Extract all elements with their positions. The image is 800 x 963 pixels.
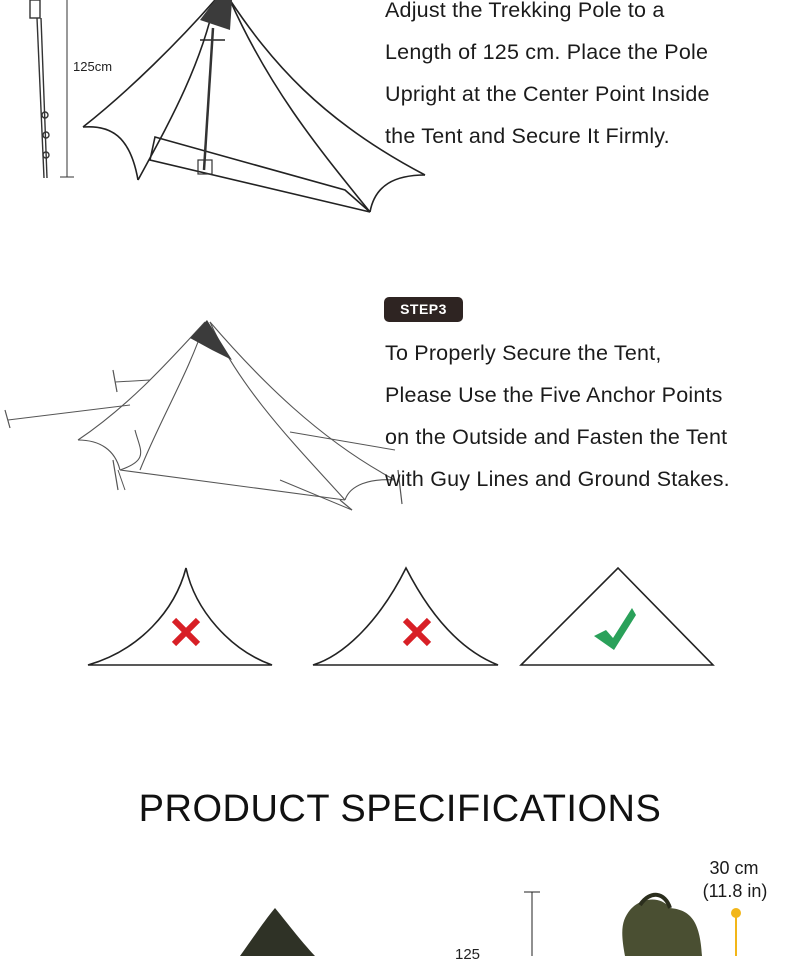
instruction-line: the Tent and Secure It Firmly. <box>385 124 670 148</box>
step3-illustration <box>4 320 403 511</box>
instruction-line: on the Outside and Fasten the Tent <box>385 425 728 449</box>
instruction-line: To Properly Secure the Tent, <box>385 341 662 365</box>
trekking-pole <box>29 0 50 179</box>
tent-outline <box>82 0 426 213</box>
x-icon <box>171 617 201 647</box>
correct-example <box>519 566 715 666</box>
tent-outline <box>77 321 396 501</box>
center-pole <box>202 27 215 171</box>
bag-size-in: (11.8 in) <box>702 881 768 901</box>
step2-illustration: 125cm <box>29 0 426 213</box>
step2-instructions: Adjust the Trekking Pole to a Length of … <box>385 0 710 157</box>
wrong-example-1 <box>87 567 273 666</box>
bag-size-cm: 30 cm <box>709 858 759 878</box>
stuff-bag <box>622 899 702 956</box>
section-title: PRODUCT SPECIFICATIONS <box>138 788 662 830</box>
step-badge: STEP3 <box>384 297 463 322</box>
tent-apex <box>190 320 232 360</box>
instruction-line: Length of 125 cm. Place the Pole <box>385 40 709 64</box>
instruction-line: Adjust the Trekking Pole to a <box>385 0 665 22</box>
ground-stakes <box>4 369 403 511</box>
instruction-line: with Guy Lines and Ground Stakes. <box>385 467 730 491</box>
tent-shape-examples <box>87 566 715 666</box>
x-icon <box>402 617 432 647</box>
tent-product-top <box>240 908 315 956</box>
height-partial-label: 125 <box>455 946 481 963</box>
check-icon <box>594 608 636 650</box>
height-marker <box>524 891 540 956</box>
tent-apex <box>200 0 232 30</box>
spec-illustration <box>240 891 741 956</box>
wrong-example-2 <box>312 566 499 666</box>
guy-lines <box>7 379 396 511</box>
instruction-line: Upright at the Center Point Inside <box>385 82 710 106</box>
instruction-line: Please Use the Five Anchor Points <box>385 383 723 407</box>
step3-instructions: To Properly Secure the Tent, Please Use … <box>385 332 730 500</box>
height-dimension <box>60 0 74 178</box>
pole-length-label: 125cm <box>73 59 112 74</box>
